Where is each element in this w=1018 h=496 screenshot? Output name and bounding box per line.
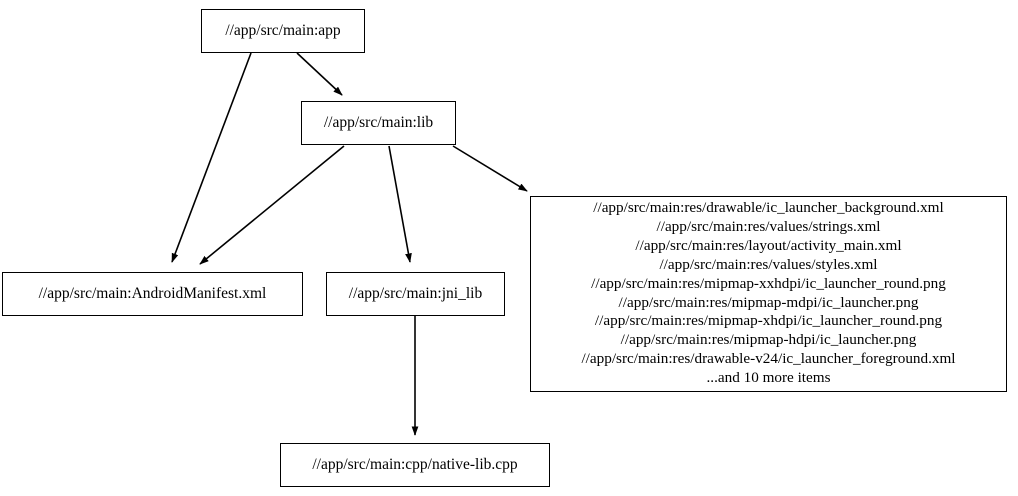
- node-lib[interactable]: //app/src/main:lib: [301, 101, 456, 145]
- node-android-manifest[interactable]: //app/src/main:AndroidManifest.xml: [2, 272, 303, 316]
- edge-lib-to-jni-lib: [388, 145, 412, 263]
- node-native-lib-cpp[interactable]: //app/src/main:cpp/native-lib.cpp: [280, 443, 550, 487]
- node-res-group-label: //app/src/main:res/drawable/ic_launcher_…: [581, 198, 956, 387]
- edge-app-to-lib: [296, 52, 343, 96]
- edge-lib-to-res-group: [452, 145, 528, 192]
- node-lib-label: //app/src/main:lib: [323, 113, 434, 131]
- edge-lib-to-android-manifest: [199, 145, 345, 265]
- node-app[interactable]: //app/src/main:app: [201, 9, 365, 53]
- edge-app-to-android-manifest: [171, 52, 252, 263]
- node-res-group[interactable]: //app/src/main:res/drawable/ic_launcher_…: [530, 196, 1007, 392]
- node-jni-lib[interactable]: //app/src/main:jni_lib: [326, 272, 505, 316]
- node-android-manifest-label: //app/src/main:AndroidManifest.xml: [38, 284, 267, 302]
- node-app-label: //app/src/main:app: [225, 21, 341, 39]
- node-jni-lib-label: //app/src/main:jni_lib: [348, 284, 483, 302]
- node-native-lib-cpp-label: //app/src/main:cpp/native-lib.cpp: [312, 455, 518, 473]
